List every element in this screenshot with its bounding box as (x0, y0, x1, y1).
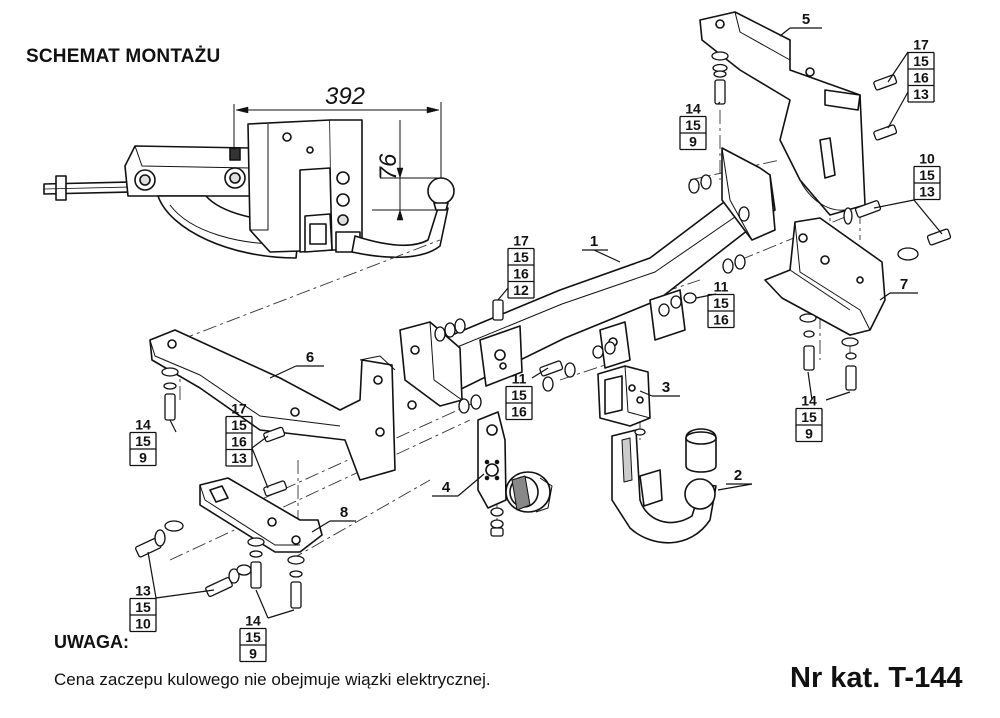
spec-stack-value: 17 (913, 37, 929, 53)
part-6-label: 6 (306, 349, 314, 366)
part-5-right-bracket (699, 11, 866, 216)
part-2-label: 2 (734, 467, 742, 484)
page-title: SCHEMAT MONTAŻU (26, 46, 221, 67)
spec-stack-value: 12 (513, 282, 529, 298)
spec-stack-value: 14 (685, 101, 701, 117)
inset-side-view (43, 102, 455, 259)
part-4-electrical-socket (477, 411, 553, 513)
leader-lines (147, 27, 943, 619)
spec-stack-value: 16 (513, 266, 529, 282)
spec-stack-value: 13 (913, 86, 929, 102)
part-labels (296, 27, 918, 522)
spec-stack-value: 13 (135, 583, 151, 599)
spec-stack-value: 15 (919, 167, 935, 183)
spec-stack-value: 13 (919, 184, 935, 200)
spec-stack-value: 15 (511, 387, 527, 403)
spec-stack-value: 11 (512, 371, 527, 387)
spec-stack-value: 15 (231, 417, 247, 433)
spec-stack-value: 15 (513, 249, 529, 265)
spec-stack-value: 10 (135, 616, 151, 632)
spec-stack-value: 15 (245, 629, 261, 645)
dimension-height-label: 76 (375, 153, 402, 180)
spec-stack-value: 15 (713, 295, 729, 311)
spec-stack-value: 16 (913, 70, 929, 86)
part-8-label: 8 (340, 504, 348, 521)
spec-stack-value: 15 (135, 433, 151, 449)
spec-stack-value: 15 (913, 53, 929, 69)
spec-stack-value: 15 (801, 409, 817, 425)
spec-stack-value: 15 (135, 599, 151, 615)
spec-stack-value: 13 (231, 450, 247, 466)
part-1-label: 1 (590, 233, 598, 250)
part-2-ball-neck (611, 428, 717, 544)
warning-text: Cena zaczepu kulowego nie obejmuje wiązk… (54, 670, 491, 689)
part-7-label: 7 (900, 276, 908, 293)
spec-stack-value: 9 (139, 450, 147, 466)
spec-stack-value: 15 (685, 117, 701, 133)
spec-stack-value: 9 (689, 134, 697, 150)
spec-stack-value: 17 (513, 233, 529, 249)
spec-stack-value: 16 (713, 312, 729, 328)
part-3-label: 3 (662, 379, 670, 396)
spec-stack-value: 16 (231, 434, 247, 450)
spec-stack-value: 14 (245, 613, 261, 629)
spec-stack-value: 14 (801, 393, 817, 409)
part-5-label: 5 (802, 11, 810, 28)
part-8-bottom-plate (199, 477, 323, 553)
spec-stack-value: 17 (231, 401, 247, 417)
spec-stack-value: 9 (805, 426, 813, 442)
warning-title: UWAGA: (54, 632, 129, 652)
part-6-left-bracket (149, 329, 396, 481)
spec-stack-value: 11 (714, 279, 729, 295)
spec-stack-value: 16 (511, 404, 527, 420)
spec-stack-value: 9 (249, 646, 257, 662)
part-4-label: 4 (442, 479, 451, 496)
catalog-number: Nr kat. T-144 (790, 662, 963, 694)
spec-stack-value: 14 (135, 417, 151, 433)
dimension-width-label: 392 (325, 83, 365, 110)
part-3-socket-holder (597, 365, 651, 427)
part-7-right-lower-bracket (764, 217, 886, 336)
spec-stack-value: 10 (919, 151, 935, 167)
